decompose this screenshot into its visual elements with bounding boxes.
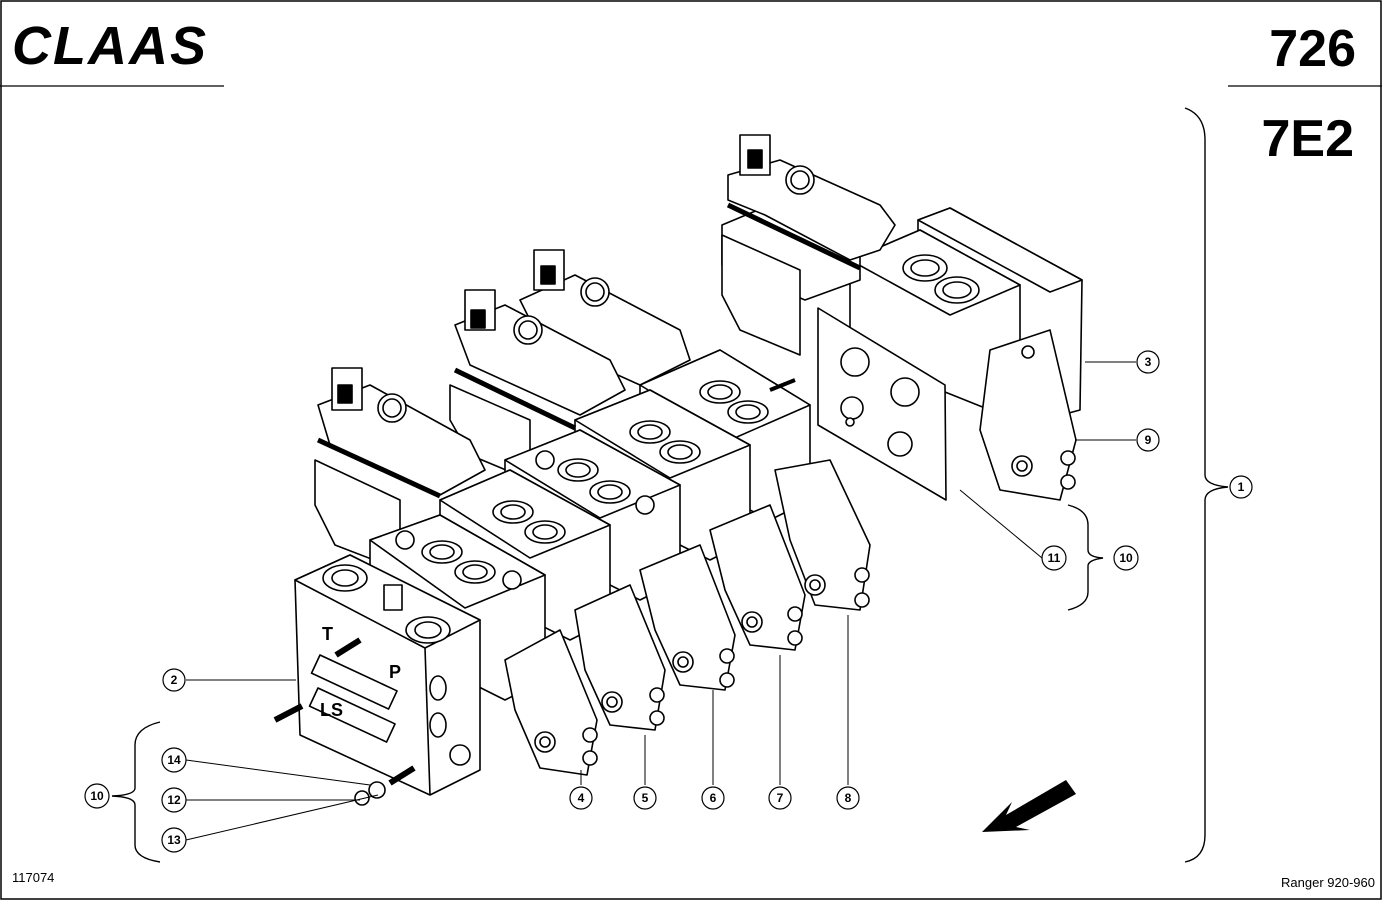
callout-10-right: 10 [1113, 545, 1139, 571]
svg-text:1: 1 [1238, 480, 1245, 494]
svg-text:3: 3 [1145, 355, 1152, 369]
svg-text:6: 6 [710, 791, 717, 805]
callout-8: 8 [836, 786, 860, 810]
port-label-p: P [389, 662, 401, 682]
gasket [817, 307, 947, 501]
svg-text:4: 4 [578, 791, 585, 805]
svg-text:11: 11 [1048, 551, 1061, 565]
svg-text:10: 10 [90, 789, 104, 803]
rear-solenoid [721, 134, 896, 356]
model-name: Ranger 920-960 [1281, 875, 1375, 890]
brand-logo: CLAAS [12, 16, 208, 76]
callout-10-left: 10 [84, 783, 110, 809]
valve-assembly-drawing [273, 134, 1083, 806]
svg-text:14: 14 [167, 753, 181, 767]
svg-text:13: 13 [167, 833, 181, 847]
callout-13: 13 [161, 827, 187, 853]
callout-6: 6 [701, 786, 725, 810]
callout-11: 11 [1041, 545, 1067, 571]
svg-text:8: 8 [845, 791, 852, 805]
arrow-down-left-icon [982, 780, 1076, 832]
valve-section-5 [439, 469, 666, 731]
callout-7: 7 [768, 786, 792, 810]
callout-5: 5 [633, 786, 657, 810]
callout-9: 9 [1136, 428, 1160, 452]
page-number: 726 [1269, 20, 1356, 78]
port-label-t: T [322, 624, 333, 644]
svg-text:9: 9 [1145, 433, 1152, 447]
svg-text:12: 12 [167, 793, 181, 807]
callout-3: 3 [1136, 350, 1160, 374]
figure-id: 117074 [12, 870, 54, 885]
callout-4: 4 [569, 786, 593, 810]
svg-text:7: 7 [777, 791, 784, 805]
svg-text:10: 10 [1119, 551, 1133, 565]
tie-rods [273, 637, 416, 806]
callout-14: 14 [161, 747, 187, 773]
bracket-group-1 [111, 107, 1229, 863]
leader-lines [185, 361, 1136, 841]
port-label-ls: LS [320, 700, 343, 720]
solenoid-pair [449, 249, 691, 481]
inlet-block [294, 554, 481, 796]
section-code: 7E2 [1261, 110, 1354, 168]
callout-1: 1 [1229, 475, 1253, 499]
valve-section-4 [369, 514, 598, 776]
svg-text:5: 5 [642, 791, 649, 805]
svg-text:2: 2 [171, 673, 178, 687]
callouts: 1 2 3 4 5 6 7 8 9 10 10 11 12 13 14 [84, 350, 1253, 853]
callout-12: 12 [161, 787, 187, 813]
callout-2: 2 [162, 668, 186, 692]
